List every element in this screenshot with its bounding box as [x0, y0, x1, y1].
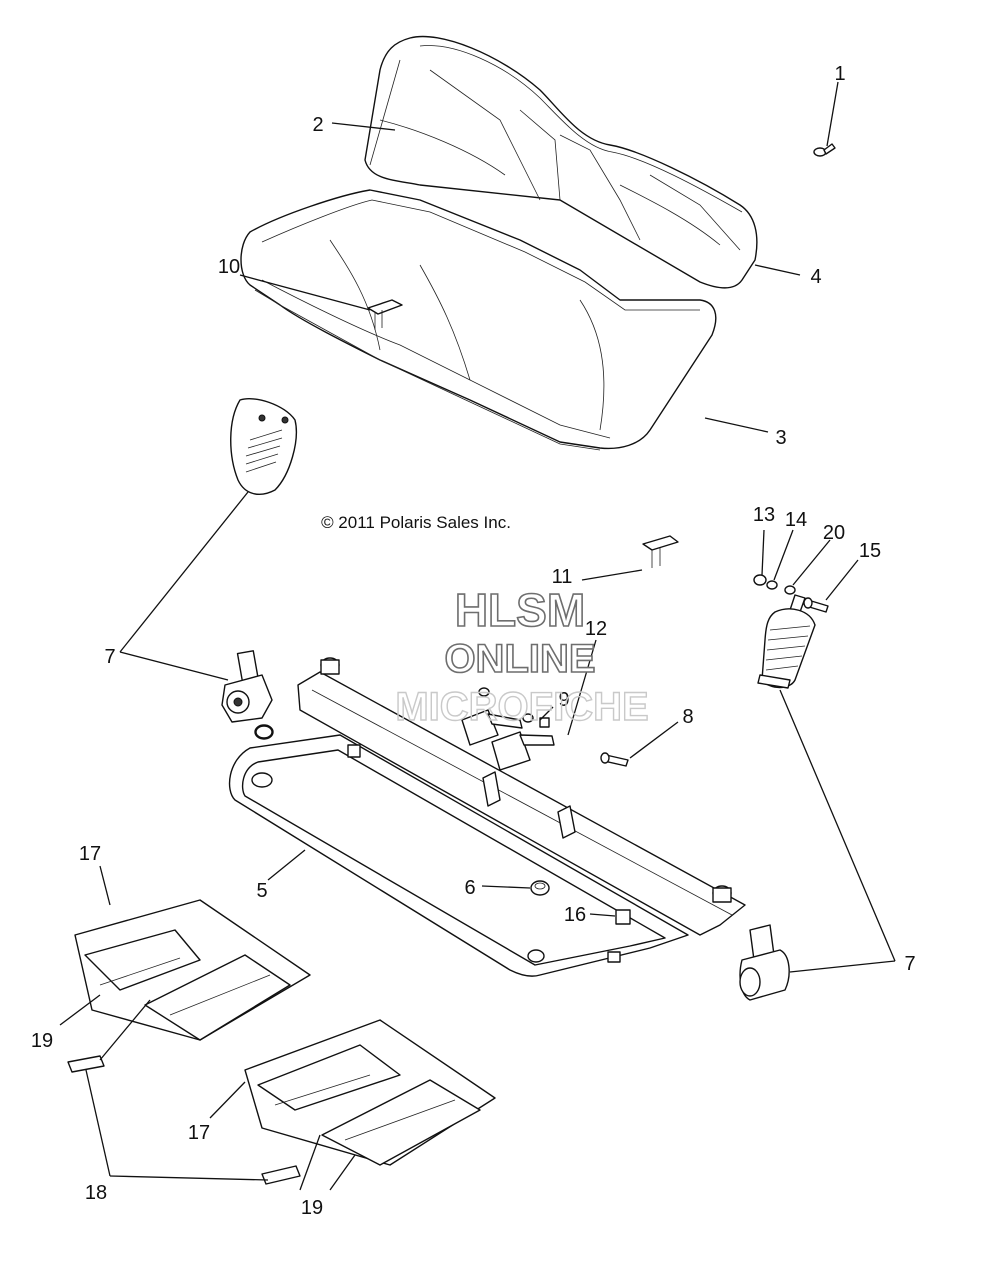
callout-17-upper: 17 [79, 843, 101, 865]
nut-6 [530, 880, 550, 896]
seatbelt-spring-right [757, 594, 816, 689]
callout-13: 13 [753, 504, 775, 526]
watermark: HLSM ONLINE MICROFICHE [395, 583, 650, 730]
nut-left [255, 725, 273, 739]
seat-cushion [240, 189, 717, 451]
leader-lines [59, 81, 896, 1191]
copyright-text: © 2011 Polaris Sales Inc. [321, 513, 511, 532]
callout-2: 2 [312, 114, 323, 136]
callout-3: 3 [775, 427, 786, 449]
watermark-line-2: ONLINE [444, 637, 595, 681]
hardware-bolt [803, 597, 829, 613]
callout-10: 10 [218, 256, 240, 278]
screw-fastener [813, 143, 836, 157]
callout-7-left: 7 [104, 646, 115, 668]
buckle-hardware [478, 687, 550, 728]
seatbelt-buckle-left [461, 709, 523, 746]
seat-base-crossmember [297, 657, 746, 936]
callout-12: 12 [585, 618, 607, 640]
hardware-washer [766, 580, 778, 590]
callout-9: 9 [558, 689, 569, 711]
seat-backrest [364, 35, 758, 289]
label-18-upper [67, 1055, 105, 1073]
callout-19-upper: 19 [31, 1030, 53, 1052]
callout-14: 14 [785, 509, 807, 531]
seat-clip-upper [642, 535, 679, 568]
seat-clip [367, 299, 403, 330]
storage-tray-upper [74, 899, 311, 1041]
callout-7-right: 7 [904, 953, 915, 975]
callout-19-lower: 19 [301, 1197, 323, 1219]
callout-20: 20 [823, 522, 845, 544]
callout-6: 6 [464, 877, 475, 899]
callout-16: 16 [564, 904, 586, 926]
seatbelt-spring-left [230, 398, 297, 496]
hardware-nut [753, 574, 767, 586]
callout-labels: 1 2 3 4 5 6 7 7 8 9 10 11 12 13 14 15 16… [31, 63, 916, 1219]
callout-4: 4 [810, 266, 821, 288]
watermark-line-3: MICROFICHE [395, 685, 648, 729]
storage-tray-lower [244, 1019, 496, 1166]
callout-1: 1 [834, 63, 845, 85]
callout-18: 18 [85, 1182, 107, 1204]
spacer-16 [615, 909, 631, 925]
hardware-lockwasher [784, 585, 796, 595]
seatbelt-retractor-right [739, 924, 790, 1001]
watermark-line-1: HLSM [455, 584, 585, 636]
seat-base-frame [228, 734, 689, 977]
seatbelt-buckle-right [491, 731, 555, 771]
callout-5: 5 [256, 880, 267, 902]
bolt-8 [600, 752, 629, 767]
callout-8: 8 [682, 706, 693, 728]
callout-11: 11 [552, 566, 573, 588]
spacer-left [347, 744, 361, 758]
callout-17-lower: 17 [188, 1122, 210, 1144]
callout-15: 15 [859, 540, 881, 562]
label-18-lower [261, 1165, 301, 1185]
